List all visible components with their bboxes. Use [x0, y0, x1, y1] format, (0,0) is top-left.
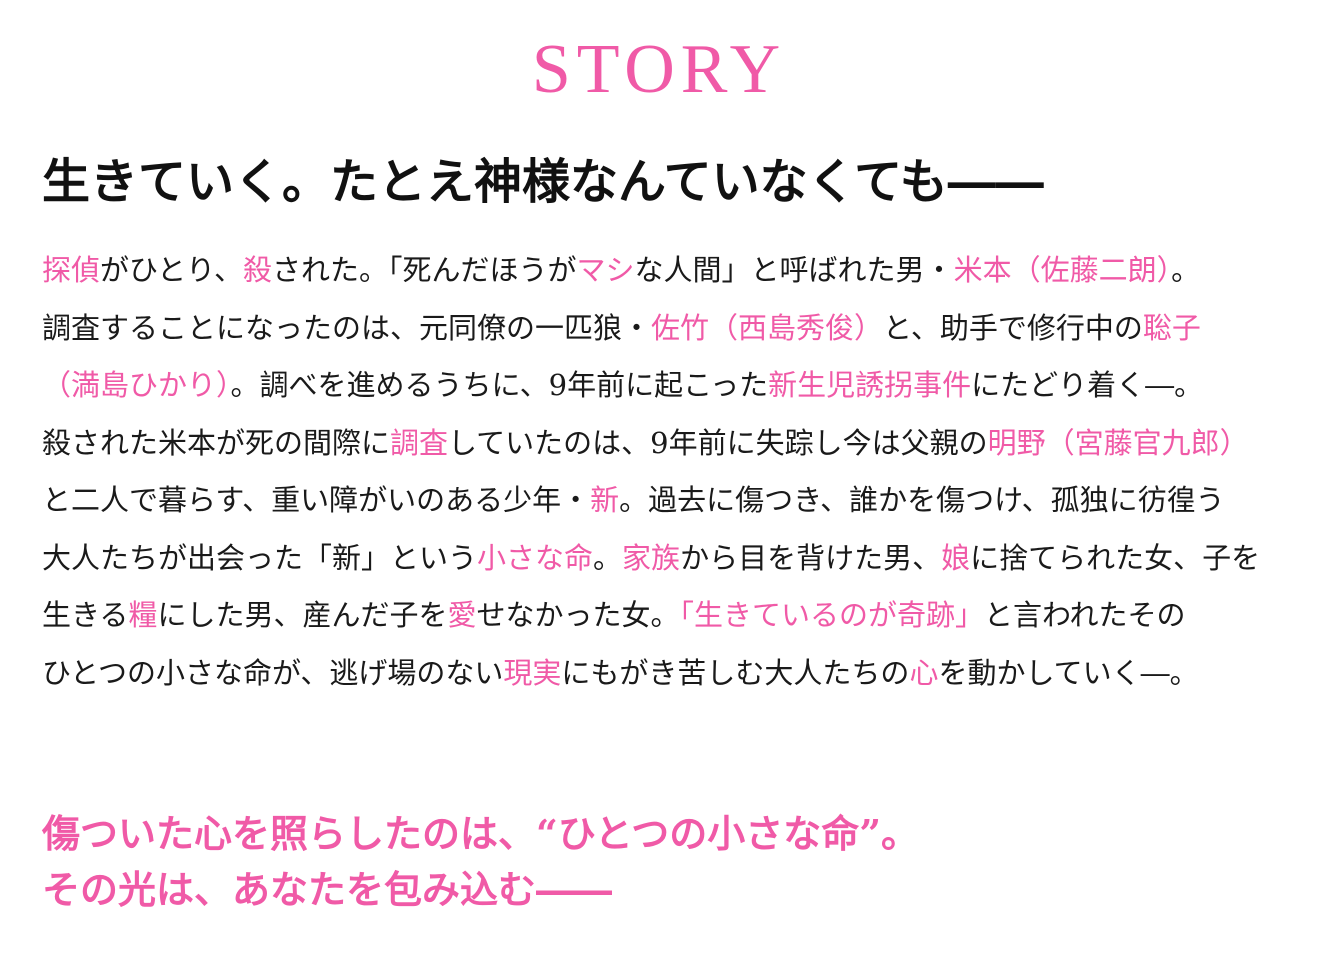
highlighted-text: 糧: [128, 598, 158, 632]
highlighted-text: 明野（宮藤官九郎）: [987, 425, 1249, 460]
body-text: にした男、産んだ子を: [157, 598, 448, 632]
section-title: STORY: [531, 31, 787, 108]
highlighted-text: 殺: [243, 253, 273, 287]
body-line: （満島ひかり）。調べを進めるうちに、9年前に起こった新生児誘拐事件にたどり着く―…: [42, 357, 1282, 415]
body-line: 大人たちが出会った「新」という小さな命。家族から目を背けた男、娘に捨てられた女、…: [42, 530, 1282, 588]
highlighted-text: 愛: [447, 598, 477, 632]
body-text: がひとり、: [100, 253, 243, 287]
body-text: な人間」と呼ばれた男・: [634, 253, 954, 287]
highlighted-text: マシ: [576, 253, 635, 287]
body-text: ひとつの小さな命が、逃げ場のない: [42, 655, 504, 690]
body-text: と言われたその: [984, 598, 1186, 632]
highlighted-text: 心: [909, 655, 939, 690]
body-text: を動かしていく―。: [938, 655, 1199, 690]
highlighted-text: 聡子: [1142, 310, 1201, 345]
body-line: 探偵がひとり、殺された。「死んだほうがマシな人間」と呼ばれた男・米本（佐藤二朗）…: [42, 242, 1282, 300]
body-text: せなかった女。: [476, 598, 680, 632]
highlighted-text: 娘: [941, 540, 971, 575]
body-line: 生きる糧にした男、産んだ子を愛せなかった女。「生きているのが奇跡」と言われたその: [42, 587, 1282, 645]
headline: 生きていく。たとえ神様なんていなくても――: [42, 154, 1044, 210]
body-text: された。「死んだほうが: [272, 253, 577, 287]
body-text: 。調べを進めるうちに、9年前に起こった: [230, 368, 769, 402]
body-text: 調査することになったのは、元同僚の一匹狼・: [42, 310, 652, 345]
body-line: と二人で暮らす、重い障がいのある少年・新。過去に傷つき、誰かを傷つけ、孤独に彷徨…: [42, 472, 1282, 530]
body-line: ひとつの小さな命が、逃げ場のない現実にもがき苦しむ大人たちの心を動かしていく―。: [42, 645, 1282, 703]
highlighted-text: 現実: [503, 655, 562, 690]
body-text: と、助手で修行中の: [883, 310, 1143, 345]
highlighted-text: 新生児誘拐事件: [768, 368, 972, 402]
body-text: 。: [593, 540, 623, 575]
body-text: 。過去に傷つき、誰かを傷つけ、孤独に彷徨う: [619, 483, 1225, 517]
body-text: 大人たちが出会った「新」という: [42, 540, 478, 575]
highlighted-text: 家族: [622, 540, 681, 575]
highlighted-text: 新: [590, 483, 620, 517]
body-text: していたのは、9年前に失踪し今は父親の: [448, 425, 988, 460]
highlighted-text: 小さな命: [477, 540, 594, 575]
highlighted-text: 探偵: [42, 253, 101, 287]
body-text: 殺された米本が死の間際に: [42, 425, 391, 460]
body-text: と二人で暮らす、重い障がいのある少年・: [42, 483, 591, 517]
body-line: 殺された米本が死の間際に調査していたのは、9年前に失踪し今は父親の明野（宮藤官九…: [42, 415, 1282, 473]
highlighted-text: （満島ひかり）: [42, 368, 231, 402]
highlighted-text: 佐竹（西島秀俊）: [651, 310, 884, 345]
closing-line-2: その光は、あなたを包み込む――: [42, 867, 613, 912]
highlighted-text: 「生きているのが奇跡」: [679, 598, 984, 632]
story-body: 探偵がひとり、殺された。「死んだほうがマシな人間」と呼ばれた男・米本（佐藤二朗）…: [42, 242, 1282, 702]
closing-line-1: 傷ついた心を照らしたのは、“ひとつの小さな命”。: [42, 811, 920, 856]
body-text: にもがき苦しむ大人たちの: [561, 655, 910, 690]
body-text: 生きる: [42, 598, 129, 632]
body-text: にたどり着く―。: [971, 368, 1204, 402]
body-text: に捨てられた女、子を: [970, 540, 1261, 575]
body-text: から目を背けた男、: [680, 540, 942, 575]
closing-tagline: 傷ついた心を照らしたのは、“ひとつの小さな命”。 その光は、あなたを包み込む――: [42, 806, 1282, 918]
body-text: 。: [1171, 253, 1201, 287]
highlighted-text: 米本（佐藤二朗）: [953, 253, 1172, 287]
body-line: 調査することになったのは、元同僚の一匹狼・佐竹（西島秀俊）と、助手で修行中の聡子: [42, 300, 1282, 358]
highlighted-text: 調査: [390, 425, 449, 460]
